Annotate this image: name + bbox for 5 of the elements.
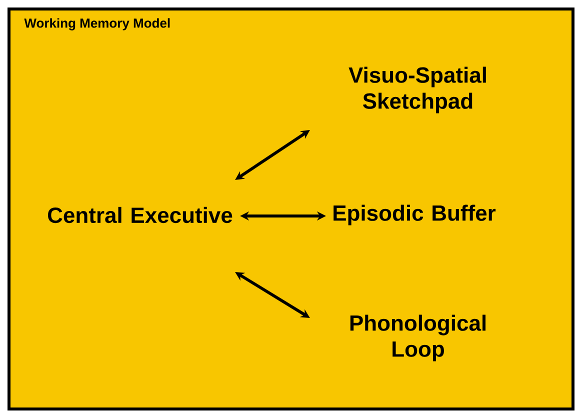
node-label: Episodic Buffer: [334, 204, 496, 226]
node-label: Central Executive: [48, 206, 232, 224]
node-label: Visuo-Spatial Sketchpad: [348, 66, 486, 114]
title: Working Memory Model: [24, 18, 170, 30]
node-label: Phonological Loop: [350, 314, 486, 362]
